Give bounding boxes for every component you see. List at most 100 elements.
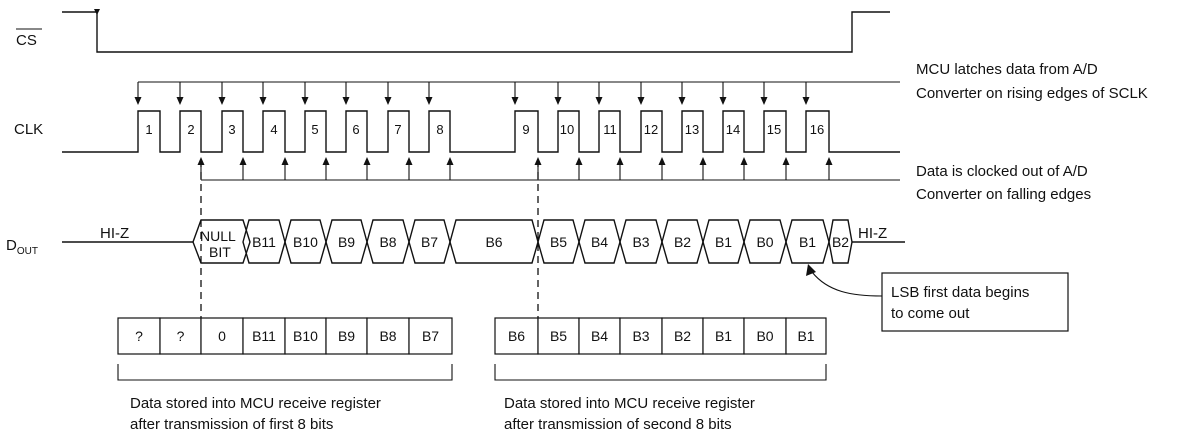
clk-pulse-number: 5 (311, 122, 318, 137)
rising-edge-arrowhead (176, 97, 184, 105)
lsb-callout-arrowhead (806, 264, 816, 276)
dout-bit-label: B9 (338, 234, 355, 250)
dout-label-sub: OUT (17, 246, 38, 257)
register-second-8-bits: B6 B5 B4 B3 B2 B1 B0 B1 (494, 317, 827, 355)
dout-bit-label: B2 (674, 234, 691, 250)
register-cell (200, 317, 244, 355)
register-cell (702, 317, 745, 355)
dout-label-main: D (6, 237, 17, 254)
rising-edge-arrowhead (384, 97, 392, 105)
register-cell-label: ? (177, 328, 185, 344)
dout-label: DOUT (6, 237, 38, 257)
rising-edge-arrowhead (425, 97, 433, 105)
lsb-note-line2: to come out (891, 305, 970, 322)
register-cell-label: B3 (632, 328, 649, 344)
lsb-callout: LSB first data begins to come out (806, 264, 1069, 332)
reg1-caption-line1: Data stored into MCU receive register (130, 395, 381, 412)
dout-bit-label: B1 (799, 234, 816, 250)
falling-edge-arrowhead (281, 157, 289, 165)
clk-pulse-number: 8 (436, 122, 443, 137)
dout-bit-label: B4 (591, 234, 608, 250)
rising-edge-arrowhead (511, 97, 519, 105)
clk-pulse-number: 10 (560, 122, 574, 137)
clk-pulse-number: 11 (603, 122, 617, 137)
falling-edge-arrowhead (405, 157, 413, 165)
cs-signal: CS (16, 9, 890, 53)
clk-pulse-number: 14 (726, 122, 740, 137)
register-cell-label: B1 (797, 328, 814, 344)
falling-edge-arrowhead (825, 157, 833, 165)
dout-bit-cell (828, 219, 853, 264)
rising-edge-arrowhead (802, 97, 810, 105)
clk-pulse-number: 12 (644, 122, 658, 137)
falling-edge-arrowhead (322, 157, 330, 165)
clk-pulse-number: 16 (810, 122, 824, 137)
register-cell (408, 317, 453, 355)
register-cell-label: B5 (550, 328, 567, 344)
rising-edge-arrowhead (342, 97, 350, 105)
dout-bit-label: B1 (715, 234, 732, 250)
register-cell-label: B0 (756, 328, 773, 344)
null-bit-line1: NULL (200, 228, 236, 244)
dout-bit-label: B0 (756, 234, 773, 250)
dout-bit-label: B3 (632, 234, 649, 250)
register-cell (661, 317, 704, 355)
reg2-caption-line1: Data stored into MCU receive register (504, 395, 755, 412)
dout-bit-label: B10 (293, 234, 318, 250)
falling-edge-arrowhead (363, 157, 371, 165)
reg1-caption-line2: after transmission of first 8 bits (130, 416, 333, 433)
falling-edge-arrowhead (575, 157, 583, 165)
register-cell-label: B4 (591, 328, 608, 344)
reg2-caption-line2: after transmission of second 8 bits (504, 416, 732, 433)
falling-edge-arrowhead (658, 157, 666, 165)
register-cell (743, 317, 787, 355)
clk-pulse-number: 13 (685, 122, 699, 137)
bracket-first-register (117, 364, 453, 381)
register-cell (159, 317, 202, 355)
clk-waveform (62, 110, 900, 153)
dout-bit-label: B7 (421, 234, 438, 250)
register-cell-label: B1 (715, 328, 732, 344)
cs-waveform (62, 11, 890, 53)
register-cell-label: B6 (508, 328, 525, 344)
dout-bit-label: B5 (550, 234, 567, 250)
dout-bit-label: B11 (252, 234, 276, 250)
cs-edge-marker (94, 9, 100, 15)
rising-note-line1: MCU latches data from A/D (916, 61, 1098, 78)
dout-bit-label: B6 (485, 234, 502, 250)
falling-edge-arrowhead (616, 157, 624, 165)
rising-edge-arrowhead (678, 97, 686, 105)
register-cell (537, 317, 580, 355)
clk-pulse-number: 15 (767, 122, 781, 137)
register-cell-label: ? (135, 328, 143, 344)
clk-pulse-number: 1 (145, 122, 152, 137)
falling-edge-arrowhead (446, 157, 454, 165)
dout-bit-cells: B11 B10 B9 B8 B7 B6 B5 B4 B3 B2 B1 B0 B1 B2 (242, 219, 853, 264)
falling-note-line1: Data is clocked out of A/D (916, 163, 1088, 180)
register-cell (284, 317, 327, 355)
rising-edge-arrowhead (218, 97, 226, 105)
rising-edge-arrowhead (301, 97, 309, 105)
falling-edge-arrowhead (239, 157, 247, 165)
bracket-second-register (494, 364, 827, 381)
clk-pulse-number: 6 (352, 122, 359, 137)
clk-pulse-number: 7 (394, 122, 401, 137)
rising-edge-arrowhead (719, 97, 727, 105)
dout-bit-label: B2 (832, 234, 849, 250)
clk-label: CLK (14, 121, 43, 138)
register-cell-label: B9 (338, 328, 355, 344)
cs-label: CS (16, 32, 37, 49)
register-cell-label: B10 (293, 328, 318, 344)
dout-bit-label: B8 (379, 234, 396, 250)
rising-note-line2: Converter on rising edges of SCLK (916, 85, 1148, 102)
rising-edge-arrowhead (760, 97, 768, 105)
hiz-left-label: HI-Z (100, 225, 129, 242)
lsb-callout-box (881, 272, 1069, 332)
null-bit-line2: BIT (209, 244, 231, 260)
register-cell-label: B2 (674, 328, 691, 344)
